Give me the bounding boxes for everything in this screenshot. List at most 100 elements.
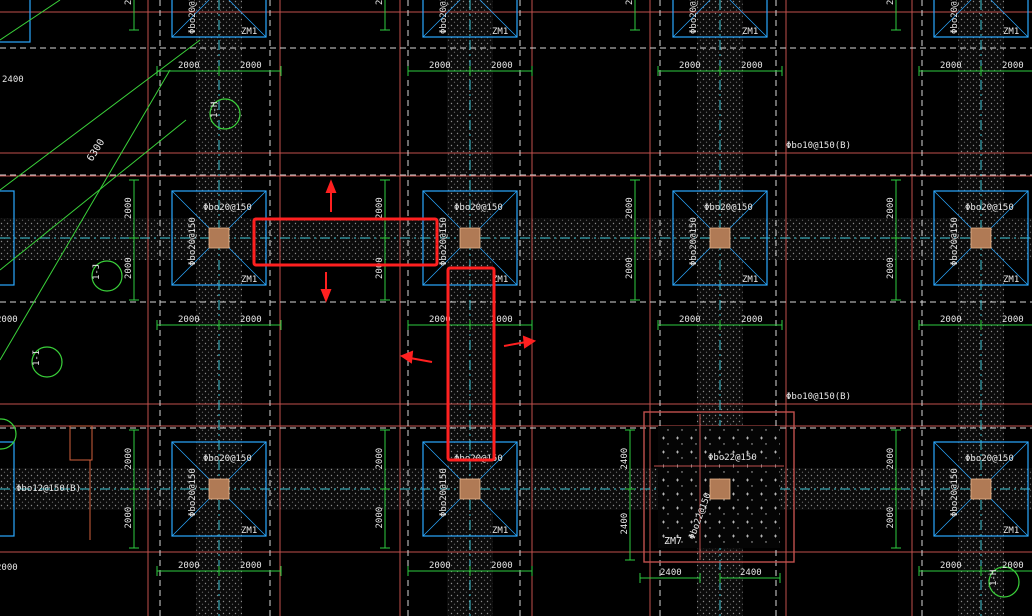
rebar-label: Φbo20@150	[188, 0, 198, 34]
footing-diag	[933, 0, 972, 38]
dim-text: 2000	[124, 257, 134, 279]
selection-box-vertical-beam[interactable]	[446, 266, 496, 462]
rebar-label: Φbo20@150	[704, 203, 753, 213]
dim-text: 2000	[886, 448, 896, 470]
dim-text: 2000	[240, 561, 262, 571]
arrow-left[interactable]	[409, 357, 433, 363]
dim-text: 2000	[491, 61, 513, 71]
dim-text: 2000	[491, 315, 513, 325]
dim-text: 2000	[429, 561, 451, 571]
column	[709, 227, 731, 249]
axis-bubble	[0, 418, 17, 450]
selection-overlay[interactable]	[252, 179, 537, 462]
dim-text: 2000	[375, 257, 385, 279]
footing-tag: ZM1	[492, 526, 508, 536]
footing-diag	[672, 0, 711, 38]
dim-text: 2000	[679, 61, 701, 71]
column	[709, 478, 731, 500]
dim-text: 2000	[886, 507, 896, 529]
dim-text: 2000	[375, 197, 385, 219]
rebar-label: Φbo20@150	[439, 0, 449, 34]
footing-tag: ZM1	[241, 275, 257, 285]
dim-text: 2000	[625, 197, 635, 219]
rebar-label: Φbo20@150	[454, 203, 503, 213]
dim-text: 2000	[0, 315, 18, 325]
rebar-label: Φbo20@150	[203, 454, 252, 464]
dim-text: 2400	[620, 513, 630, 535]
footing-tag: ZM1	[742, 275, 758, 285]
rebar-label: Φbo20@150	[203, 203, 252, 213]
footing-pad-partial	[0, 441, 15, 537]
footing-pad	[422, 0, 518, 38]
arrow-right[interactable]	[503, 341, 527, 347]
dim-text: 2000	[940, 315, 962, 325]
column	[208, 478, 230, 500]
rebar-label: Φbo20@150	[965, 454, 1014, 464]
dim-text: 2000	[886, 257, 896, 279]
rebar-label: Φbo22@150	[708, 453, 757, 463]
axis-bubble-text: 1-H	[989, 570, 999, 586]
dim-text: 2400	[620, 448, 630, 470]
rebar-label: Φbo20@150	[439, 217, 449, 266]
dim-text: 2000	[240, 61, 262, 71]
dim-text: 2000	[741, 315, 763, 325]
selection-box-horizontal-beam[interactable]	[252, 217, 439, 267]
footing-pad	[672, 190, 768, 286]
footing-pad	[933, 0, 1029, 38]
footing-pad	[422, 190, 518, 286]
dim-text: 2000	[1002, 315, 1024, 325]
stretch-arrows[interactable]	[320, 179, 537, 364]
dim-text: 2000	[491, 561, 513, 571]
column	[459, 227, 481, 249]
labels: 2000 2000 2000 2000 2000 2000 2000 2000 2000 2000…	[0, 0, 1024, 578]
footing-diag	[228, 0, 267, 38]
dim-text: 2000	[124, 197, 134, 219]
dim-text: 2400	[740, 568, 762, 578]
footing-pad	[171, 0, 267, 38]
footing-tag: ZM1	[1003, 27, 1019, 37]
axis-bubble-text: 1-J	[92, 264, 102, 280]
axis-bubble	[31, 346, 63, 378]
footing-tag: ZM1	[742, 27, 758, 37]
axis-bubble	[91, 260, 123, 292]
dim-text: 2000	[741, 61, 763, 71]
rebar-label: Φbo20@150	[689, 217, 699, 266]
rebar-label: Φbo20@150	[188, 217, 198, 266]
dim-text: 2000	[375, 0, 385, 5]
column	[208, 227, 230, 249]
left-edge-detail	[69, 425, 93, 540]
footing-pad	[672, 0, 768, 38]
rebar-label: Φbo20@150	[950, 217, 960, 266]
dim-text: 2000	[429, 315, 451, 325]
dim-text: 2000	[940, 561, 962, 571]
dim-text: 2000	[124, 0, 134, 5]
axis-bubbles: 1-H1-J1-I1-J1-H	[0, 98, 1020, 598]
axis-bubble	[209, 98, 241, 130]
footing-tag: ZM7	[664, 536, 682, 547]
dimension-lines	[129, 0, 1032, 583]
rebar-label: Φbo20@150	[950, 468, 960, 517]
footing-pad	[422, 441, 518, 537]
beam-label: Φbo10@150(B)	[786, 141, 851, 151]
rebar-label: Φbo20@150	[689, 0, 699, 34]
footing-tag: ZM1	[1003, 275, 1019, 285]
footing-pads	[0, 0, 1029, 537]
beam-label: Φbo12@150(B)	[16, 484, 81, 494]
dim-text: 2000	[1002, 561, 1024, 571]
footing-diag	[990, 0, 1029, 38]
dim-text: 2000	[375, 448, 385, 470]
column	[970, 227, 992, 249]
axis-bubble-text: 1-H	[210, 102, 220, 118]
footing-tag: ZM1	[241, 526, 257, 536]
dim-text: 2000	[375, 507, 385, 529]
axis-bubble-text: 1-I	[32, 350, 42, 366]
beam-label: Φbo10@150(B)	[786, 392, 851, 402]
dim-text: 2000	[178, 561, 200, 571]
footing-diag	[422, 0, 461, 38]
zm7-outline	[643, 411, 795, 563]
footing-diag	[171, 0, 210, 38]
